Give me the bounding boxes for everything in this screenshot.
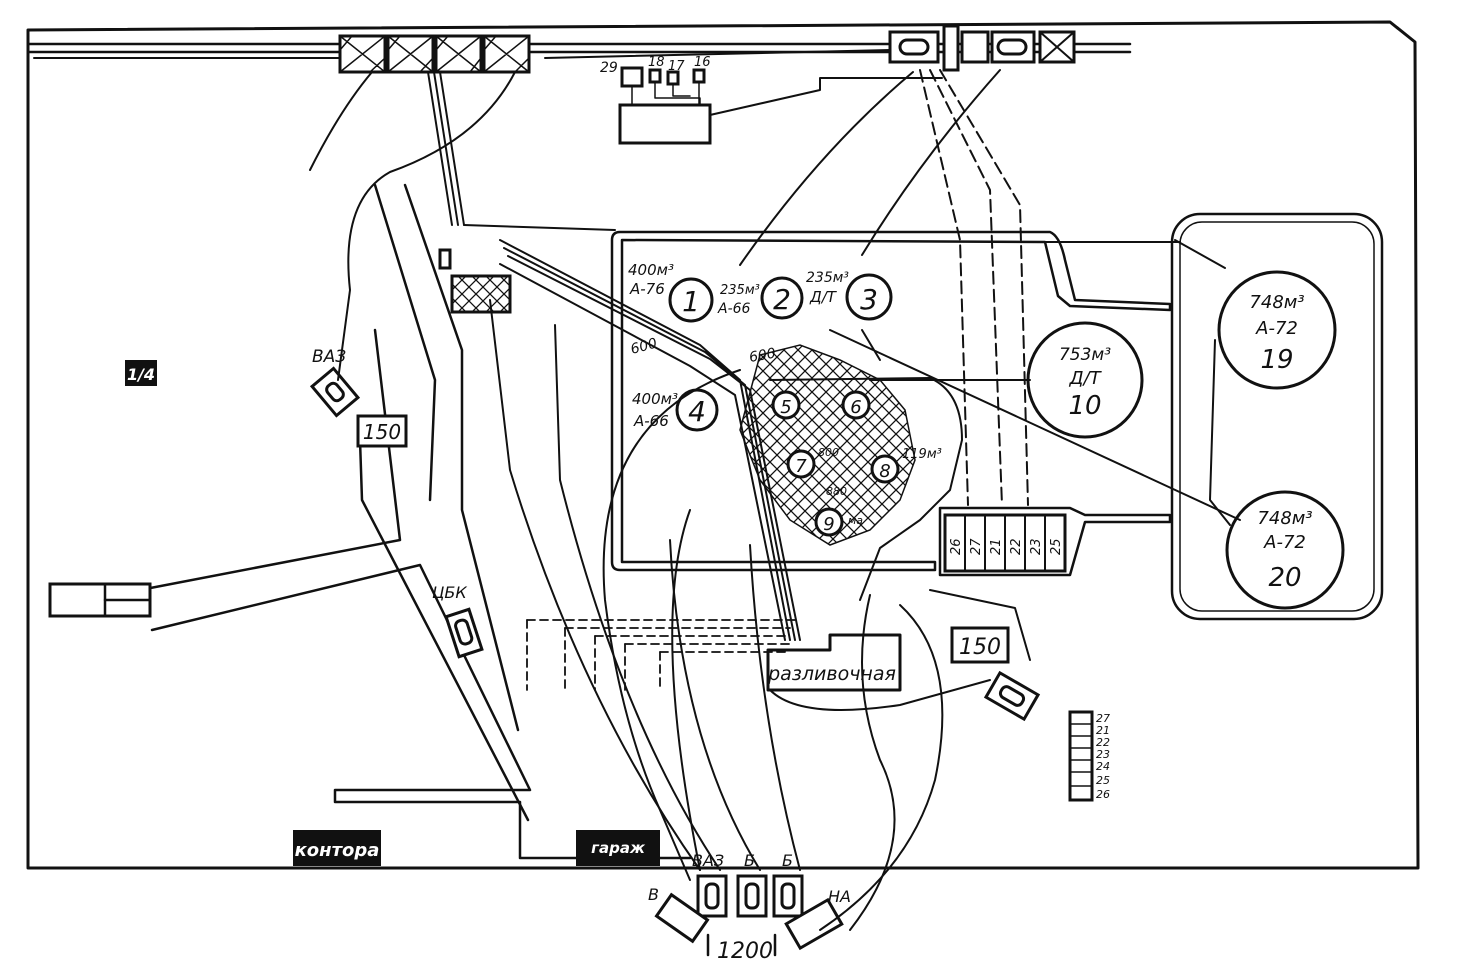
pump-house: 26 27 21 22 23 25 xyxy=(938,506,1172,577)
pipe-600-b: 600 xyxy=(748,346,777,366)
pipe-600-a: 600 xyxy=(629,335,659,357)
top-railway xyxy=(26,24,1132,74)
ph-cell-1: 26 xyxy=(949,538,964,555)
pipelines xyxy=(427,69,1029,641)
tank-1: 1 400м³ А-76 xyxy=(628,261,714,323)
equip-18: 18 xyxy=(648,55,665,70)
bund-19-20 xyxy=(1170,212,1384,621)
equip-16: 16 xyxy=(694,55,711,70)
traffic-routes xyxy=(309,69,1031,931)
tank-5: 5 xyxy=(771,390,801,420)
garage-building: гараж xyxy=(576,830,660,866)
tank-7-number: 7 xyxy=(795,456,807,477)
tank-3-number: 3 xyxy=(860,283,878,316)
tank-2-number: 2 xyxy=(773,283,791,316)
gate-na: НА xyxy=(828,887,851,906)
ph-cell-3: 21 xyxy=(989,538,1004,555)
tank-19-number: 19 xyxy=(1260,345,1293,375)
tank-6-number: 6 xyxy=(850,397,861,418)
zone-sign-text: 1/4 xyxy=(127,365,155,384)
legend-item-1: 27 xyxy=(1096,712,1110,725)
tank-1-volume: 400м³ xyxy=(628,261,674,279)
tank-3: 3 235м³ Д/Т xyxy=(806,270,893,321)
sign-150-right: 150 xyxy=(950,626,1010,664)
legend-item-3: 22 xyxy=(1096,736,1110,749)
tank-20-volume: 748м³ xyxy=(1257,508,1312,529)
gate-v: В xyxy=(648,885,659,904)
legend-item-5: 24 xyxy=(1096,760,1110,773)
label-ma: ма xyxy=(848,514,863,527)
tank-20-number: 20 xyxy=(1268,563,1301,593)
label-800: 800 xyxy=(818,446,839,459)
tank-20-product: А-72 xyxy=(1263,532,1306,553)
small-post xyxy=(438,248,452,270)
tank-8-volume: 119м³ xyxy=(902,447,942,462)
top-equipment: 29 18 17 16 xyxy=(600,55,943,145)
tank-connection-lines xyxy=(829,239,1241,526)
vaz-label: ВАЗ xyxy=(312,347,346,367)
tank-10-number: 10 xyxy=(1068,391,1101,421)
gate-b1: Б xyxy=(744,851,755,870)
legend-item-4: 23 xyxy=(1096,748,1110,761)
tank-5-number: 5 xyxy=(780,397,791,418)
ph-cell-2: 27 xyxy=(969,538,984,555)
legend-right: 27 21 22 23 24 25 26 xyxy=(1068,710,1110,802)
equip-17: 17 xyxy=(668,59,685,74)
kontora-building: контора xyxy=(293,830,381,866)
tank-6: 6 xyxy=(841,390,871,420)
tank-19-volume: 748м³ xyxy=(1249,292,1304,313)
vaz-car-left: ВАЗ xyxy=(309,347,361,418)
hatched-pump-box xyxy=(450,274,512,314)
tank-10-volume: 753м³ xyxy=(1059,345,1111,365)
tank-8-number: 8 xyxy=(879,461,890,482)
tank-19: 748м³ А-72 19 xyxy=(1217,270,1337,390)
tank-10-product: Д/Т xyxy=(1068,368,1102,389)
tank-park-bund xyxy=(610,230,1172,572)
tsbk-label: ЦБК xyxy=(432,583,467,602)
tank-20: 748м³ А-72 20 xyxy=(1225,490,1345,610)
gate-b2: Б xyxy=(782,851,793,870)
tank-19-product: А-72 xyxy=(1255,318,1298,339)
filling-station-label: разливочная xyxy=(767,663,896,685)
tank-3-product: Д/Т xyxy=(809,288,838,306)
tank-8: 8 119м³ xyxy=(870,447,942,484)
sign-150-left: 150 xyxy=(356,414,408,448)
zone-sign-1-4: 1/4 xyxy=(125,360,157,386)
equip-29: 29 xyxy=(600,60,618,76)
tank-10: 753м³ Д/Т 10 xyxy=(1026,321,1144,439)
legend-item-7: 26 xyxy=(1096,788,1110,801)
tank-1-product: А-76 xyxy=(629,280,665,298)
tank-4-product: А-66 xyxy=(633,412,669,430)
tank-9-number: 9 xyxy=(823,514,834,535)
bund-19-20-inner xyxy=(1179,221,1375,612)
tank-3-volume: 235м³ xyxy=(806,270,849,286)
garage-label: гараж xyxy=(591,839,646,857)
tank-9: 9 xyxy=(814,507,844,537)
legend-item-6: 25 xyxy=(1096,774,1110,787)
gate-label-1200: 1200 xyxy=(717,939,773,964)
tank-7: 7 xyxy=(786,449,816,479)
tsbk-box: ЦБК xyxy=(432,583,484,659)
tank-2-volume: 235м³ xyxy=(720,283,760,298)
ph-cell-6: 25 xyxy=(1049,538,1064,555)
site-boundary xyxy=(26,20,1420,870)
ph-cell-5: 23 xyxy=(1029,538,1044,555)
tank-4: 4 400м³ А-66 xyxy=(632,388,719,432)
ph-cell-4: 22 xyxy=(1009,538,1024,555)
tank-4-volume: 400м³ xyxy=(632,390,678,408)
tank-4-number: 4 xyxy=(688,395,706,428)
tank-2-product: А-66 xyxy=(717,301,751,317)
legend-item-2: 21 xyxy=(1096,724,1110,737)
roads xyxy=(138,183,692,860)
sign-150-right-text: 150 xyxy=(959,635,1001,660)
car-right xyxy=(983,670,1041,722)
filling-station: разливочная xyxy=(766,633,902,692)
tank-2: 2 235м³ А-66 xyxy=(717,276,804,320)
tank-1-number: 1 xyxy=(682,285,700,318)
gate-vehicles: 1200 ВАЗ Б Б В НА xyxy=(648,851,851,964)
sign-150-left-text: 150 xyxy=(363,420,401,444)
label-880: 880 xyxy=(826,485,847,498)
kontora-label: контора xyxy=(295,840,380,861)
